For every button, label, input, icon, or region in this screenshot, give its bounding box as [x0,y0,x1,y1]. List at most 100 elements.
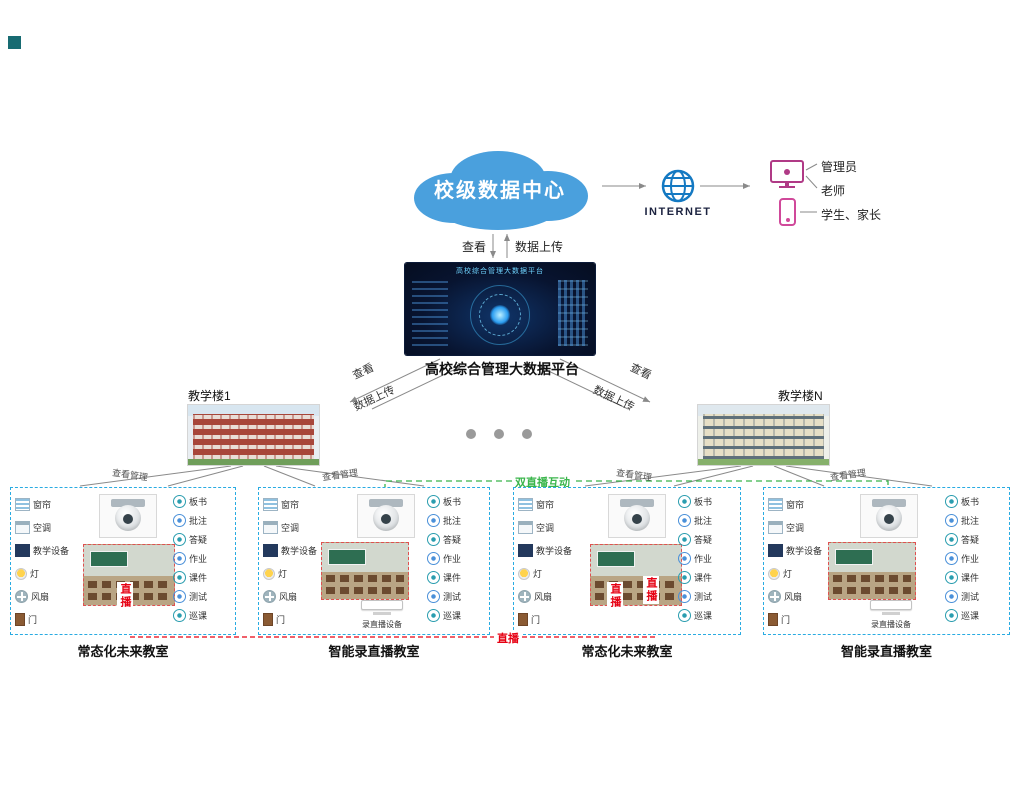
corner-mark [8,36,21,49]
device-icon [518,544,533,557]
item-label: 窗帘 [786,500,805,510]
device-control-item: 教学设备 [15,539,71,562]
device-control-item: 灯 [15,562,71,585]
function-icon [678,552,691,565]
item-label: 教学设备 [281,546,318,556]
function-icon [427,552,440,565]
dashboard-right-charts [558,280,588,346]
item-label: 空调 [536,523,555,533]
item-label: 批注 [443,516,462,526]
device-icon [15,590,28,603]
device-icon [263,544,278,557]
teaching-function-column: 板书批注答疑作业课件测试巡课 [945,492,1003,625]
building-1-photo [187,404,320,466]
device-control-item: 门 [518,608,574,631]
user-label-admin: 管理员 [821,160,858,174]
left-upload-label: 数据上传 [351,384,397,414]
dashboard-screen-title: 高校综合管理大数据平台 [456,268,544,275]
classroom-4-label: 智能录直播教室 [840,644,932,659]
teaching-function-item: 批注 [945,511,1003,530]
device-control-item: 教学设备 [768,539,824,562]
item-label: 门 [28,615,38,625]
teaching-function-item: 巡课 [678,606,736,625]
dome-camera-image [608,494,666,538]
item-label: 板书 [694,497,713,507]
function-icon [678,590,691,603]
function-icon [427,590,440,603]
item-label: 空调 [33,523,52,533]
device-control-item: 风扇 [768,585,824,608]
recording-device-caption: 录直播设备 [871,620,911,629]
teaching-function-item: 答疑 [678,530,736,549]
item-label: 窗帘 [536,500,555,510]
classroom-1-label: 常态化未来教室 [77,644,169,659]
item-label: 板书 [443,497,462,507]
device-control-item: 门 [768,608,824,631]
item-label: 测试 [961,592,980,602]
teaching-function-item: 作业 [678,549,736,568]
device-icon [518,498,533,511]
teaching-function-item: 答疑 [427,530,485,549]
device-icon [15,521,30,534]
cloud-shape [414,151,588,230]
teaching-function-item: 批注 [427,511,485,530]
item-label: 窗帘 [281,500,300,510]
device-icon [768,498,783,511]
item-label: 批注 [694,516,713,526]
teaching-function-item: 巡课 [945,606,1003,625]
classroom-box-3: 窗帘空调教学设备灯风扇门 板书批注答疑作业课件测试巡课 [513,487,741,635]
more-indicator-dot [522,429,532,439]
bigdata-platform-screen: 高校综合管理大数据平台 [405,263,595,355]
device-icon [518,590,531,603]
device-icon [15,613,25,626]
right-upload-label: 数据上传 [591,384,637,414]
item-label: 测试 [189,592,208,602]
device-control-item: 窗帘 [518,493,574,516]
function-icon [173,571,186,584]
function-icon [427,495,440,508]
classroom-box-1: 窗帘空调教学设备灯风扇门 板书批注答疑作业课件测试巡课 [10,487,236,635]
teaching-function-item: 作业 [945,549,1003,568]
item-label: 灯 [783,569,793,579]
teaching-function-item: 课件 [945,568,1003,587]
dashboard-ring-outer [470,284,530,345]
device-control-item: 空调 [768,516,824,539]
device-icon [15,544,30,557]
school-data-center-cloud: 校级数据中心 [398,142,602,234]
item-label: 答疑 [189,535,208,545]
device-control-item: 门 [15,608,71,631]
dashboard-left-charts [412,280,448,346]
item-label: 作业 [694,554,713,564]
dome-camera-image [99,494,157,538]
manage-link-label-1: 查看管理 [111,467,149,483]
item-label: 巡课 [694,611,713,621]
flow-upload-label: 数据上传 [515,240,564,254]
right-view-label: 查看 [628,361,654,382]
live-label-vertical-1: 直播 [117,582,133,610]
item-label: 空调 [786,523,805,533]
function-icon [173,609,186,622]
function-icon [945,514,958,527]
function-icon [945,571,958,584]
flow-view-label: 查看 [462,240,487,254]
function-icon [945,609,958,622]
function-icon [427,571,440,584]
device-control-column: 窗帘空调教学设备灯风扇门 [15,493,71,631]
device-control-item: 风扇 [518,585,574,608]
device-control-item: 灯 [518,562,574,585]
function-icon [173,533,186,546]
phone-icon [779,198,796,226]
item-label: 灯 [30,569,40,579]
item-label: 风扇 [31,592,50,602]
device-icon [15,567,27,580]
teaching-function-item: 测试 [678,587,736,606]
item-label: 板书 [961,497,980,507]
device-control-item: 窗帘 [263,493,319,516]
device-icon [768,590,781,603]
function-icon [945,552,958,565]
dashboard-ring-inner [479,293,521,336]
teaching-function-item: 批注 [173,511,231,530]
device-control-column: 窗帘空调教学设备灯风扇门 [263,493,319,631]
function-icon [173,514,186,527]
item-label: 作业 [961,554,980,564]
